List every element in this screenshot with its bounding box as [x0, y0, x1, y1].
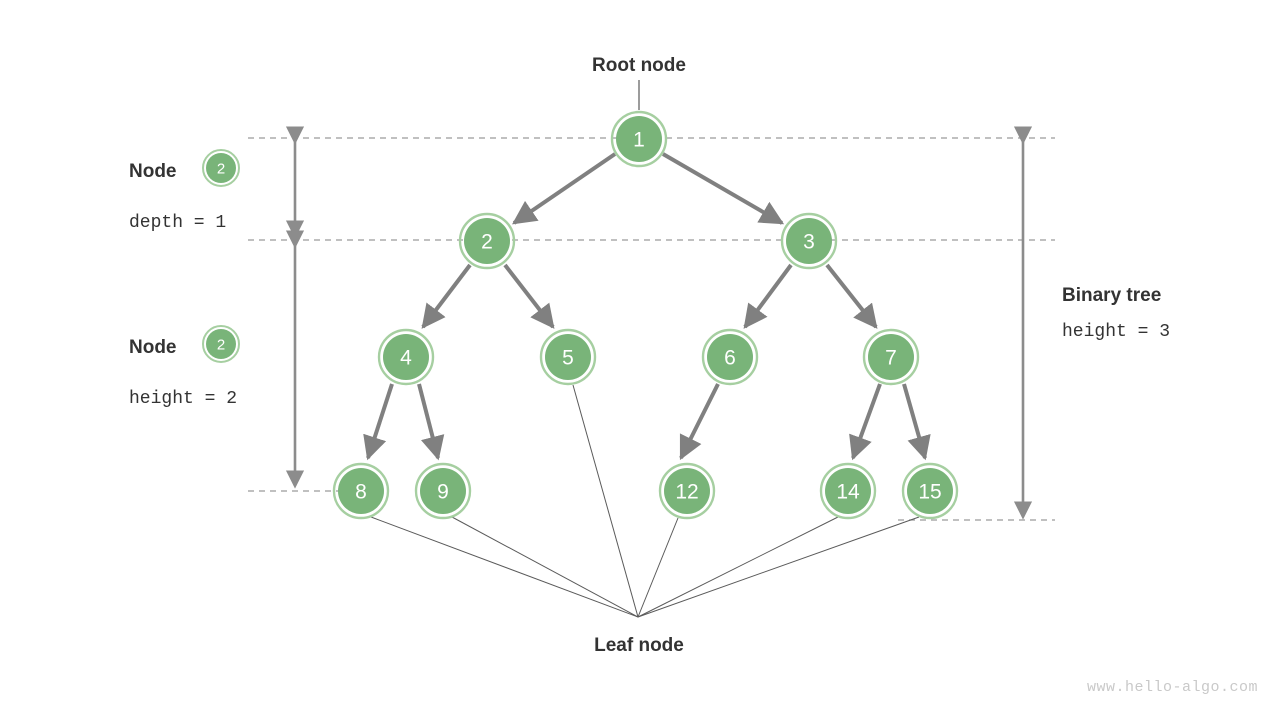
edge-1-3 — [661, 152, 785, 225]
tree-node-2-label: 2 — [481, 231, 493, 254]
tree-node-14-label: 14 — [836, 481, 860, 504]
edge-3-7 — [825, 263, 878, 329]
tree-node-6[interactable]: 6 — [701, 328, 759, 386]
tree-node-6-label: 6 — [724, 347, 736, 370]
tree-node-8-label: 8 — [355, 481, 367, 504]
tree-node-9-label: 9 — [437, 481, 449, 504]
annotation-tree-height: Binary tree height = 3 — [1062, 285, 1170, 342]
tree-node-4[interactable]: 4 — [377, 328, 435, 386]
edge-4-8 — [363, 383, 394, 461]
annotation-node-height-badge: 2 — [202, 325, 240, 363]
tree-node-5[interactable]: 5 — [539, 328, 597, 386]
tree-node-3-label: 3 — [803, 231, 815, 254]
annotation-node-height-title: Node — [129, 337, 177, 358]
leaf-leader-15 — [637, 516, 920, 618]
edge-7-15 — [902, 383, 931, 461]
edge-4-9 — [417, 383, 445, 461]
edge-2-4 — [421, 263, 472, 329]
tree-node-2[interactable]: 2 — [458, 212, 516, 270]
tree-node-3[interactable]: 3 — [780, 212, 838, 270]
annotation-node-depth-title: Node — [129, 161, 177, 182]
leaf-leader-lines — [370, 384, 920, 618]
leaf-leader-14 — [637, 516, 839, 618]
tree-node-14[interactable]: 14 — [819, 462, 877, 520]
edge-7-14 — [849, 383, 882, 461]
annotation-node-depth-badge-label: 2 — [217, 161, 225, 178]
tree-node-12-label: 12 — [675, 481, 698, 504]
edge-6-12 — [679, 383, 720, 461]
tree-node-5-label: 5 — [562, 347, 574, 370]
leaf-leader-8 — [370, 516, 639, 618]
annotation-node-depth-detail: depth = 1 — [129, 213, 226, 233]
tree-node-7-label: 7 — [885, 347, 897, 370]
tree-node-15[interactable]: 15 — [901, 462, 959, 520]
leaf-leader-9 — [451, 516, 639, 618]
tree-node-15-label: 15 — [918, 481, 941, 504]
annotation-tree-height-detail: height = 3 — [1062, 322, 1170, 342]
tree-nodes: 1 2 3 4 5 — [332, 110, 959, 520]
tree-node-1-label: 1 — [633, 129, 645, 152]
annotation-node-depth-badge: 2 — [202, 149, 240, 187]
tree-node-8[interactable]: 8 — [332, 462, 390, 520]
annotation-node-height-detail: height = 2 — [129, 389, 237, 409]
tree-node-7[interactable]: 7 — [862, 328, 920, 386]
tree-node-9[interactable]: 9 — [414, 462, 472, 520]
annotation-node-height-badge-label: 2 — [217, 337, 225, 354]
guide-lines — [248, 137, 1055, 521]
edge-1-2 — [512, 152, 617, 225]
annotation-tree-height-title: Binary tree — [1062, 285, 1161, 306]
leaf-leader-12 — [637, 517, 679, 618]
tree-node-4-label: 4 — [400, 347, 412, 370]
edge-3-6 — [743, 263, 793, 329]
tree-edges — [363, 152, 931, 461]
annotation-node-depth: Node 2 depth = 1 — [129, 149, 240, 233]
measurement-arrows — [285, 126, 1033, 520]
tree-node-12[interactable]: 12 — [658, 462, 716, 520]
root-node-label: Root node — [592, 55, 686, 76]
leaf-leader-5 — [572, 384, 639, 618]
annotation-node-height: Node 2 height = 2 — [129, 325, 240, 409]
watermark-label: www.hello-algo.com — [1087, 679, 1258, 696]
tree-node-1[interactable]: 1 — [610, 110, 668, 168]
leaf-node-label: Leaf node — [594, 635, 684, 656]
edge-2-5 — [503, 263, 555, 329]
